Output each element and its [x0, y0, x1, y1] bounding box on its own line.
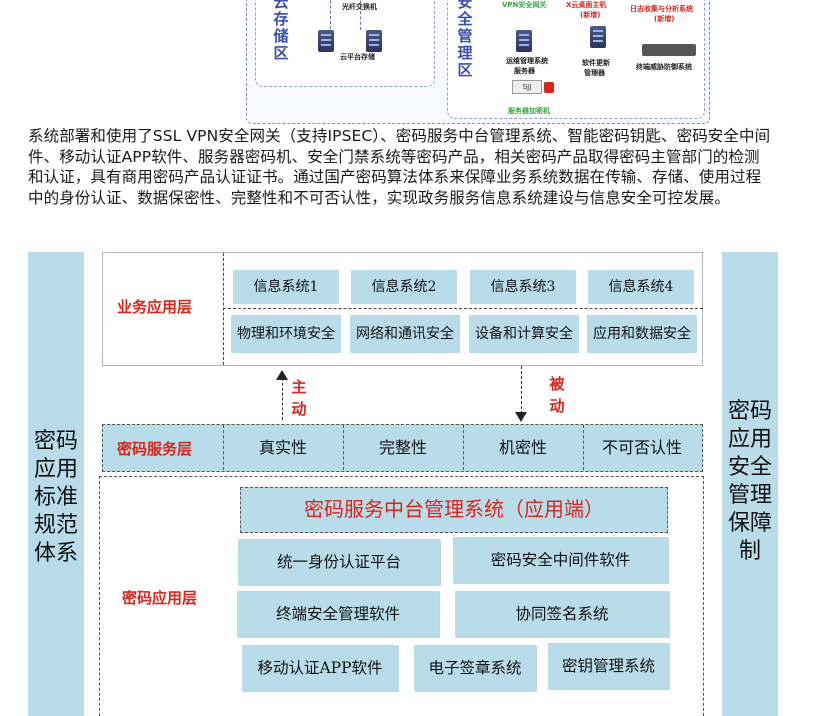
active-label: 主动 — [291, 378, 307, 418]
storage-server-icon — [366, 30, 382, 52]
cloud-host-new-label: (新增) — [580, 11, 601, 19]
threat-defense-label: 终端威胁防御系统 — [636, 63, 692, 71]
link-line — [360, 0, 361, 30]
info-system-1: 信息系统1 — [233, 270, 339, 304]
divider — [583, 425, 584, 470]
network-diagram: 云存储区 光纤交换机 云平台存储 安全管理区 VPN安全网关 X云桌面主机 (新… — [246, 0, 710, 124]
ops-server-label-1: 运维管理系统 — [506, 57, 548, 65]
confidentiality: 机密性 — [498, 438, 547, 457]
info-system-4: 信息系统4 — [588, 270, 694, 304]
info-system-2: 信息系统2 — [351, 270, 457, 304]
authenticity: 真实性 — [258, 438, 307, 457]
arrow-down-icon — [515, 412, 527, 422]
lock-icon — [544, 82, 554, 93]
crypto-service-layer: 密码服务层 真实性 完整性 机密性 不可否认性 — [102, 424, 703, 472]
security-zone-title: 安全管理区 — [457, 0, 473, 79]
cloud-storage-label: 云平台存储 — [340, 53, 375, 61]
threat-defense-rack-icon — [642, 44, 696, 56]
storage-zone-title: 云存储区 — [273, 0, 289, 62]
standards-system-bar: 密码应用标准规范体系 — [28, 252, 84, 716]
physical-security: 物理和环境安全 — [231, 315, 341, 353]
cloud-host-label: X云桌面主机 — [566, 1, 607, 9]
security-management-zone: 安全管理区 VPN安全网关 X云桌面主机 (新增) 日志收集与分析系统 (新增)… — [447, 0, 705, 119]
key-management-system: 密钥管理系统 — [548, 643, 669, 689]
update-server-label-2: 管理器 — [584, 69, 605, 77]
storage-server-icon — [318, 30, 334, 52]
crypto-middleware: 密码安全中间件软件 — [453, 537, 668, 583]
security-management-text: 密码应用安全管理保障制 — [727, 399, 772, 564]
crypto-platform-title: 密码服务中台管理系统（应用端） — [240, 487, 668, 533]
standards-system-text: 密码应用标准规范体系 — [33, 429, 78, 566]
service-layer-label: 密码服务层 — [117, 440, 193, 458]
terminal-security-software: 终端安全管理软件 — [237, 591, 439, 637]
application-security: 应用和数据安全 — [587, 315, 697, 353]
mobile-auth-app: 移动认证APP软件 — [242, 645, 398, 691]
divider — [343, 425, 344, 470]
business-layer-label: 业务应用层 — [117, 298, 193, 316]
network-security: 网络和通讯安全 — [350, 315, 460, 353]
application-layer-label: 密码应用层 — [122, 589, 198, 607]
update-server-label-1: 软件更新 — [582, 59, 610, 67]
integrity: 完整性 — [378, 438, 427, 457]
non-repudiation: 不可否认性 — [601, 438, 682, 457]
ops-server-icon — [516, 30, 532, 52]
log-system-label: 日志收集与分析系统 — [630, 5, 693, 13]
arrow-up-icon — [276, 370, 288, 380]
security-management-bar: 密码应用安全管理保障制 — [722, 252, 778, 716]
crypto-application-layer: 密码应用层 密码服务中台管理系统（应用端） 统一身份认证平台 密码安全中间件软件… — [99, 476, 704, 716]
e-seal-system: 电子签章系统 — [414, 645, 536, 691]
vpn-gateway-label: VPN安全网关 — [502, 1, 547, 9]
active-flow-line — [282, 378, 283, 420]
link-line — [330, 0, 331, 50]
log-system-new-label: (新增) — [654, 15, 675, 23]
fiber-switch-label: 光纤交换机 — [342, 3, 377, 11]
cloud-storage-zone: 云存储区 光纤交换机 云平台存储 — [255, 0, 435, 87]
passive-flow-line — [521, 366, 522, 414]
sjj-device: SJJ — [512, 80, 542, 94]
update-server-icon — [590, 26, 606, 48]
info-system-3: 信息系统3 — [470, 270, 576, 304]
ops-server-label-2: 服务器 — [514, 67, 535, 75]
passive-label: 被动 — [549, 375, 565, 415]
description-paragraph: 系统部署和使用了SSL VPN安全网关（支持IPSEC）、密码服务中台管理系统、… — [28, 127, 771, 207]
crypto-machine-label: 服务器加密机 — [508, 107, 550, 115]
collaborative-signature-system: 协同签名系统 — [455, 591, 669, 637]
divider — [223, 308, 703, 309]
business-application-layer: 业务应用层 信息系统1 信息系统2 信息系统3 信息系统4 物理和环境安全 网络… — [102, 252, 703, 366]
divider — [223, 253, 224, 365]
identity-auth-platform: 统一身份认证平台 — [238, 539, 440, 585]
device-security: 设备和计算安全 — [469, 315, 579, 353]
divider — [463, 425, 464, 470]
divider — [223, 425, 224, 470]
